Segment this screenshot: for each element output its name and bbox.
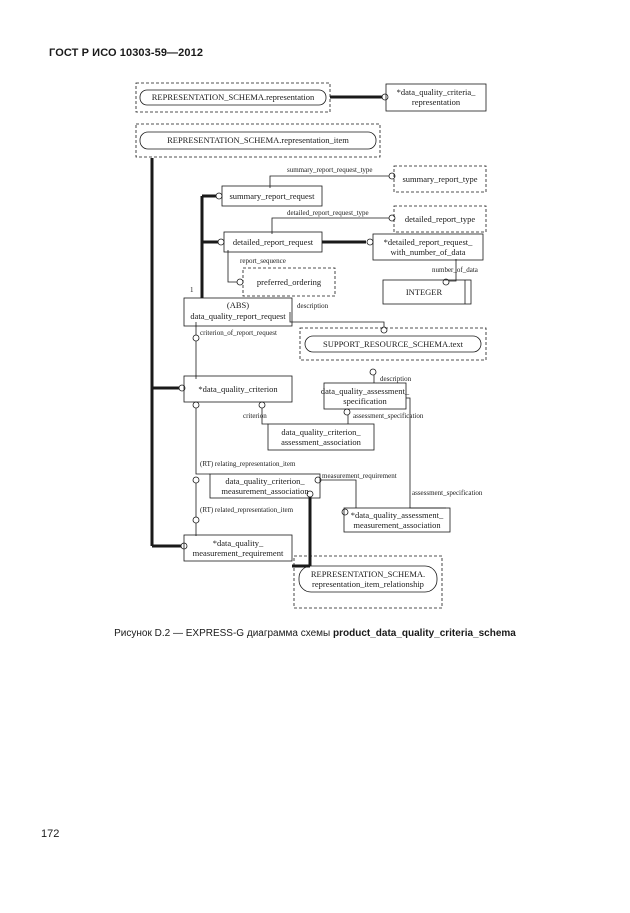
label-report-sequence: report_sequence bbox=[240, 257, 286, 265]
circle-assessment-spec bbox=[343, 408, 351, 416]
box-rep-schema-representation-outer bbox=[135, 82, 331, 113]
text-criterion-measurement-1: data_quality_criterion_ bbox=[225, 476, 305, 486]
text-support-text: SUPPORT_RESOURCE_SCHEMA.text bbox=[323, 339, 464, 349]
box-dq-assessment-measurement bbox=[343, 507, 451, 533]
label-assessment-specification-2: assessment_specification bbox=[412, 489, 483, 497]
circle-preferred bbox=[236, 278, 244, 286]
circle-integer bbox=[442, 278, 450, 286]
circle-measurement-left bbox=[192, 476, 200, 484]
text-criterion-assessment-1: data_quality_criterion_ bbox=[281, 427, 361, 437]
text-with-number-1: *detailed_report_request_ bbox=[384, 237, 473, 247]
box-support-text-inner bbox=[304, 335, 482, 353]
label-criterion: criterion bbox=[243, 412, 267, 420]
text-dq-report-1: (ABS) bbox=[227, 300, 249, 310]
text-rep-schema-item: REPRESENTATION_SCHEMA.representation_ite… bbox=[167, 135, 349, 145]
text-assessment-spec-2: specification bbox=[343, 396, 387, 406]
box-preferred-ordering bbox=[242, 267, 336, 297]
box-dq-criterion-assessment bbox=[267, 423, 375, 451]
box-rep-schema-item-inner bbox=[139, 131, 377, 150]
box-support-text-outer bbox=[299, 327, 487, 361]
box-detailed-report-type bbox=[393, 205, 487, 233]
circle-measurement-bottom bbox=[306, 490, 314, 498]
text-rep-item-relationship-2: representation_item_relationship bbox=[312, 579, 424, 589]
caption-prefix: Рисунок D.2 — EXPRESS-G диаграмма схемы bbox=[114, 628, 333, 639]
label-relating-representation-item: (RT) relating_representation_item bbox=[200, 460, 296, 468]
page-number: 172 bbox=[41, 828, 60, 840]
text-integer: INTEGER bbox=[406, 287, 443, 297]
label-description-2: description bbox=[380, 375, 412, 383]
circle-report-criterion bbox=[192, 334, 200, 342]
text-dq-report-2: data_quality_report_request bbox=[190, 311, 286, 321]
box-rep-item-relationship-inner bbox=[298, 565, 438, 593]
circle-dq-criterion bbox=[178, 384, 186, 392]
label-abs-marker: 1 bbox=[190, 286, 194, 294]
text-dq-criterion: *data_quality_criterion bbox=[198, 384, 278, 394]
circle-related bbox=[192, 516, 200, 524]
text-detailed-report-request: detailed_report_request bbox=[233, 237, 314, 247]
number-of-data-line bbox=[448, 259, 457, 282]
circle-summary-type bbox=[388, 172, 396, 180]
box-rep-schema-representation-inner bbox=[139, 89, 327, 106]
box-detailed-with-number bbox=[372, 233, 484, 261]
measurement-requirement-line bbox=[320, 479, 357, 508]
text-preferred-ordering: preferred_ordering bbox=[257, 277, 322, 287]
box-dq-criterion bbox=[183, 375, 293, 403]
summary-type-line bbox=[269, 175, 392, 188]
label-measurement-requirement: measurement_requirement bbox=[322, 472, 397, 480]
circle-text-bottom bbox=[369, 368, 377, 376]
text-assessment-spec-1: data_quality_assessment_ bbox=[321, 386, 410, 396]
box-dq-measurement-requirement bbox=[183, 534, 293, 562]
circle-assessment-measurement bbox=[341, 508, 349, 516]
box-dq-report-request bbox=[183, 297, 293, 327]
text-rep-schema-representation: REPRESENTATION_SCHEMA.representation bbox=[152, 92, 315, 102]
detailed-type-line bbox=[271, 217, 392, 234]
text-criterion-assessment-2: assessment_association bbox=[281, 437, 362, 447]
box-integer bbox=[382, 279, 472, 305]
text-criterion-measurement-2: measurement_association bbox=[221, 486, 309, 496]
circle-detailed-type bbox=[388, 214, 396, 222]
box-dq-assessment-spec bbox=[323, 382, 407, 410]
report-sequence-line bbox=[227, 250, 240, 283]
label-related-representation-item: (RT) related_representation_item bbox=[200, 506, 294, 514]
box-summary-report-request bbox=[221, 185, 323, 207]
label-detailed-report-request-type: detailed_report_request_type bbox=[287, 209, 369, 217]
label-assessment-specification-1: assessment_specification bbox=[353, 412, 424, 420]
label-summary-report-request-type: summary_report_request_type bbox=[287, 166, 373, 174]
circle-measurement-right bbox=[314, 476, 322, 484]
circle-summary bbox=[215, 192, 223, 200]
report-description-line bbox=[289, 312, 385, 328]
circle-criterion-left bbox=[192, 401, 200, 409]
page-header: ГОСТ Р ИСО 10303-59—2012 bbox=[49, 47, 204, 59]
text-assessment-measurement-2: measurement_association bbox=[353, 520, 441, 530]
box-summary-report-type bbox=[393, 165, 487, 193]
box-dq-criterion-measurement bbox=[209, 473, 321, 499]
criterion-line bbox=[261, 404, 268, 425]
label-number-of-data: number_of_data bbox=[432, 266, 479, 274]
text-detailed-report-type: detailed_report_type bbox=[405, 214, 476, 224]
label-criterion-of-report-request: criterion_of_report_request bbox=[200, 329, 277, 337]
figure-caption: Рисунок D.2 — EXPRESS-G диаграмма схемы … bbox=[0, 628, 630, 639]
text-summary-report-type: summary_report_type bbox=[402, 174, 477, 184]
text-measurement-requirement-2: measurement_requirement bbox=[193, 548, 284, 558]
box-rep-schema-item-outer bbox=[135, 123, 381, 158]
text-measurement-requirement-1: *data_quality_ bbox=[213, 538, 264, 548]
circle-detailed bbox=[217, 238, 225, 246]
label-description-1: description bbox=[297, 302, 329, 310]
text-summary-report-request: summary_report_request bbox=[230, 191, 316, 201]
text-dqcr-1: *data_quality_criteria_ bbox=[397, 87, 477, 97]
box-detailed-report-request bbox=[223, 231, 323, 253]
circle-criterion bbox=[258, 401, 266, 409]
text-assessment-measurement-1: *data_quality_assessment_ bbox=[351, 510, 444, 520]
circle-with-number bbox=[366, 238, 374, 246]
relating-item-line bbox=[195, 404, 210, 475]
text-with-number-2: with_number_of_data bbox=[390, 247, 465, 257]
text-rep-item-relationship-1: REPRESENTATION_SCHEMA. bbox=[311, 569, 425, 579]
text-dqcr-2: representation bbox=[412, 97, 461, 107]
circle-dqcr bbox=[381, 93, 389, 101]
box-dq-criteria-representation bbox=[385, 83, 487, 112]
circle-text bbox=[380, 326, 388, 334]
caption-schema-name: product_data_quality_criteria_schema bbox=[333, 628, 516, 639]
